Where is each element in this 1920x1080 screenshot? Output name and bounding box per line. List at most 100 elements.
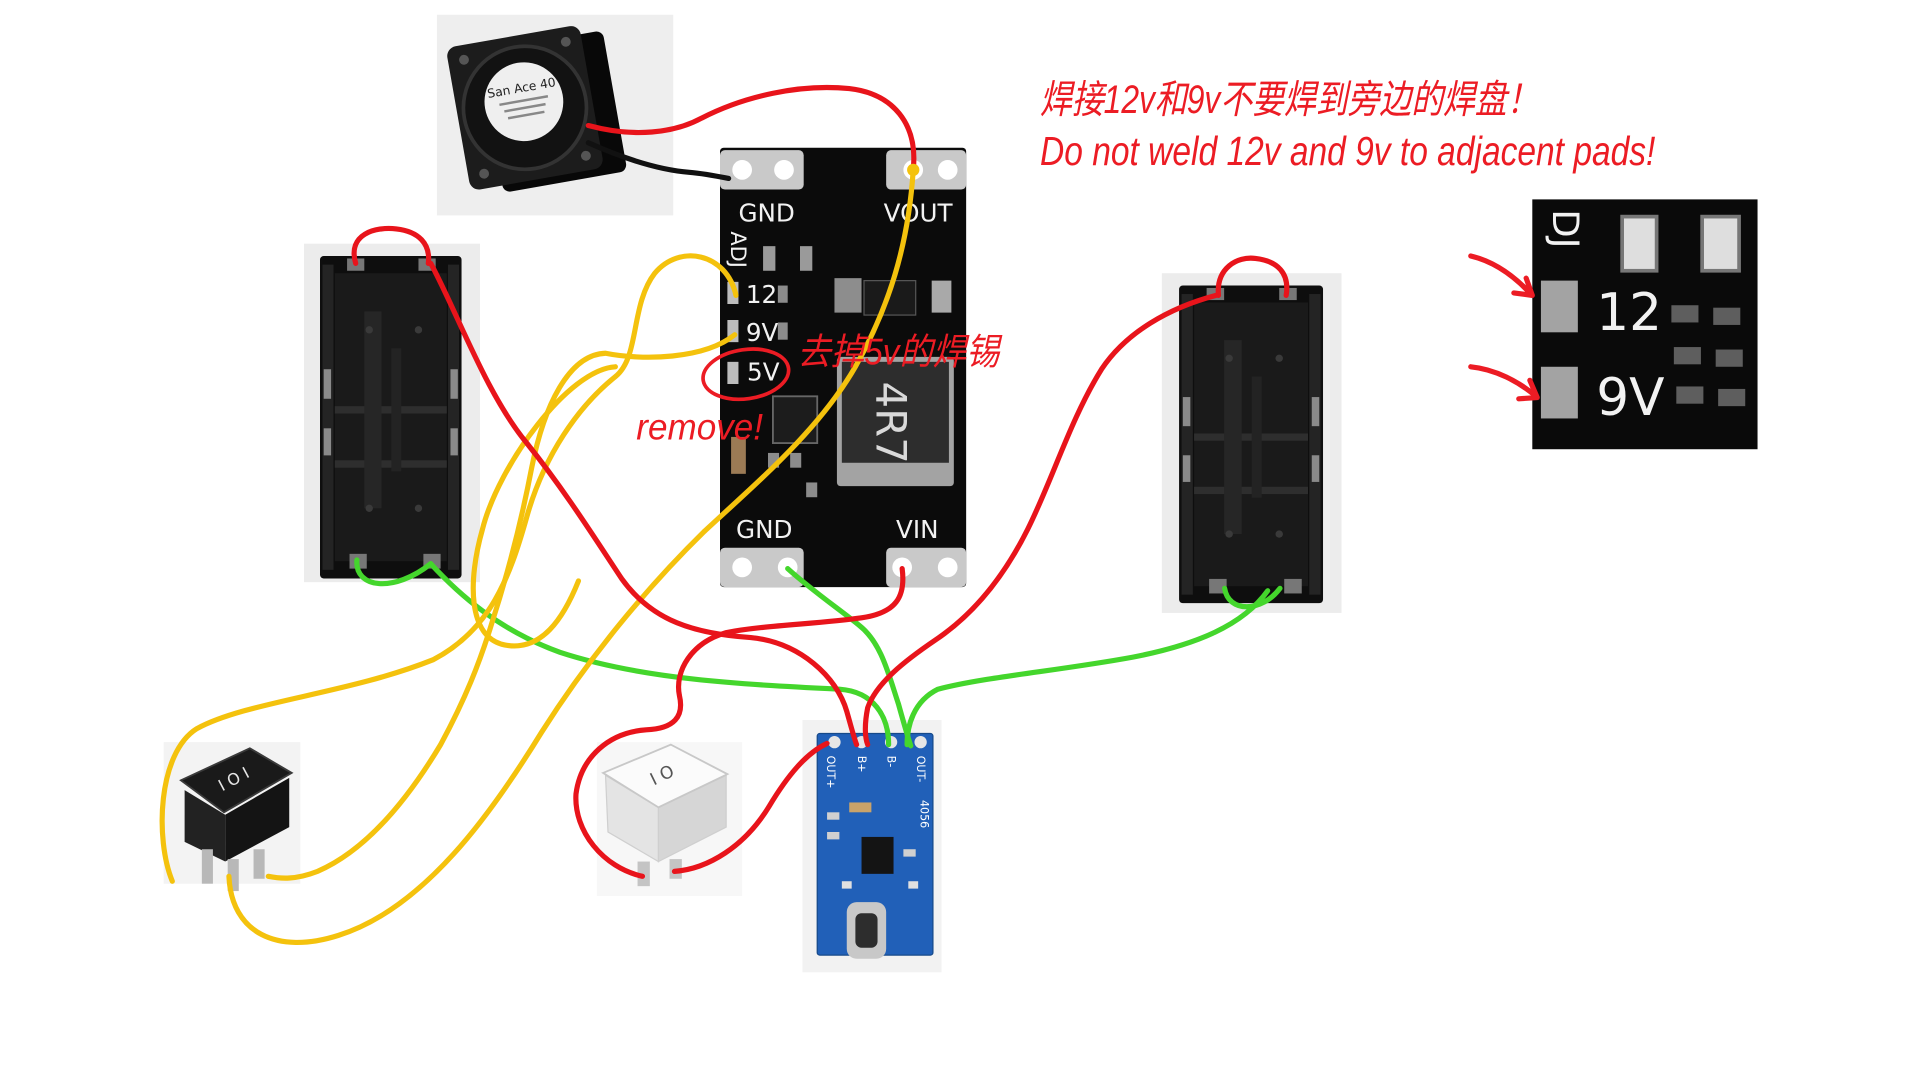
ic-controller bbox=[772, 395, 819, 445]
inset-smd bbox=[1715, 349, 1743, 367]
yellow-wire bbox=[226, 167, 916, 945]
remove-note-cn: 去掉5v的焊锡 bbox=[798, 331, 1004, 372]
pad-gnd-top bbox=[720, 150, 804, 190]
green-wire bbox=[904, 588, 1271, 748]
usb-c-opening bbox=[855, 913, 878, 948]
boost-converter-module: GND VOUT ADJ 12 9V 5V GND VIN 4R7 bbox=[720, 147, 967, 588]
switch-rocker bbox=[179, 747, 294, 814]
mount-hole bbox=[937, 160, 958, 180]
smd-resistor bbox=[790, 452, 802, 468]
switch-leg bbox=[253, 849, 265, 879]
annotations: 去掉5v的焊锡 remove! 焊接12v和9v不要焊到旁边的焊盘！ Do no… bbox=[636, 78, 1655, 447]
charger-module: OUT+ B+ B- OUT- 4056 bbox=[802, 720, 942, 973]
green-wire bbox=[428, 561, 892, 748]
arrow-icon bbox=[1468, 253, 1535, 298]
inductor-top bbox=[841, 361, 949, 463]
pad-vout bbox=[886, 150, 967, 190]
red-wire bbox=[573, 566, 906, 879]
fan-body: San Ace 40 bbox=[447, 26, 627, 192]
charger-label-chip: 4056 bbox=[918, 800, 931, 828]
fan-sticker-text-lines bbox=[504, 102, 546, 113]
smd-capacitor bbox=[834, 278, 862, 313]
diode bbox=[731, 436, 746, 474]
fan-sticker-text-lines bbox=[499, 95, 549, 106]
red-wire bbox=[1215, 255, 1290, 298]
remove-note-en: remove! bbox=[636, 406, 763, 447]
red-wire bbox=[351, 225, 432, 266]
smd-resistor bbox=[800, 246, 813, 271]
charger-led bbox=[841, 881, 852, 889]
charger-ic bbox=[861, 836, 894, 874]
label-vout: VOUT bbox=[884, 199, 954, 228]
yellow-wire bbox=[265, 332, 738, 881]
switch-leg bbox=[637, 861, 650, 887]
remove-circle bbox=[701, 347, 791, 402]
smd-resistor bbox=[763, 246, 776, 271]
charger-smd bbox=[903, 849, 916, 857]
mount-hole bbox=[774, 160, 794, 180]
battery-holder-body bbox=[1179, 285, 1324, 604]
fan-screw-hole bbox=[459, 54, 469, 65]
battery-holder-body bbox=[320, 256, 462, 579]
inset-pad bbox=[1620, 214, 1659, 273]
inset-smd bbox=[1676, 386, 1704, 404]
charger-smd bbox=[827, 812, 840, 820]
wires-green bbox=[354, 557, 1283, 749]
fan-screw-hole bbox=[560, 36, 571, 47]
switch-rocker bbox=[601, 743, 730, 809]
fan-screw-hole bbox=[580, 150, 591, 161]
warning-note-cn: 焊接12v和9v不要焊到旁边的焊盘！ bbox=[1040, 78, 1538, 122]
charger-pad bbox=[914, 736, 927, 749]
cooling-fan: San Ace 40 bbox=[436, 14, 674, 216]
label-adj: ADJ bbox=[726, 231, 750, 268]
inset-label-12: 12 bbox=[1596, 283, 1662, 343]
inset-smd bbox=[1671, 305, 1699, 323]
charger-pad bbox=[828, 736, 841, 749]
label-pad-12: 12 bbox=[746, 280, 777, 309]
red-wire bbox=[428, 260, 860, 748]
red-wire bbox=[862, 292, 1219, 748]
inset-smd bbox=[1673, 347, 1701, 365]
charger-led bbox=[908, 881, 919, 889]
switch-leg bbox=[227, 859, 239, 892]
switch-front-face bbox=[184, 790, 226, 862]
arrow-icon bbox=[1468, 364, 1540, 402]
charger-smd bbox=[827, 832, 840, 840]
inset-pad-12 bbox=[1540, 280, 1578, 333]
inset-label-adj: DJ bbox=[1544, 209, 1587, 248]
switch-leg bbox=[201, 849, 213, 884]
battery-holder-left bbox=[304, 243, 480, 583]
inductor-marking: 4R7 bbox=[866, 382, 915, 464]
white-rocker-switch: I O bbox=[596, 742, 743, 896]
charger-label-out-plus: OUT+ bbox=[824, 756, 837, 789]
pad-vin bbox=[886, 547, 967, 588]
green-wire bbox=[1222, 585, 1283, 610]
inset-label-9v: 9V bbox=[1596, 368, 1664, 428]
red-wire bbox=[671, 740, 830, 874]
fan-sticker-text-lines bbox=[507, 110, 545, 120]
switch-side-face bbox=[225, 777, 290, 862]
label-pad-5v: 5V bbox=[747, 357, 780, 386]
label-vin: VIN bbox=[896, 515, 939, 544]
charger-label-b-plus: B+ bbox=[855, 756, 868, 773]
green-wire bbox=[785, 566, 914, 749]
smd-resistor bbox=[777, 322, 788, 340]
pad-gnd-bottom bbox=[720, 547, 804, 588]
charger-label-b-minus: B- bbox=[884, 756, 897, 768]
yellow-wire bbox=[470, 364, 618, 649]
charger-label-out-minus: OUT- bbox=[914, 756, 927, 783]
smd-resistor bbox=[806, 482, 818, 498]
inset-smd bbox=[1718, 388, 1746, 407]
inset-pad-9v bbox=[1540, 366, 1578, 419]
warning-note-en: Do not weld 12v and 9v to adjacent pads! bbox=[1040, 128, 1655, 174]
wires-yellow bbox=[159, 167, 916, 945]
smd-resistor bbox=[768, 452, 780, 468]
charger-smd bbox=[849, 802, 872, 813]
inset-pad bbox=[1700, 214, 1741, 273]
mount-hole bbox=[732, 557, 752, 578]
black-wire bbox=[585, 140, 732, 182]
solder-joint bbox=[907, 163, 920, 176]
wires-red bbox=[351, 84, 1290, 879]
mount-hole bbox=[937, 557, 958, 578]
label-gnd-top: GND bbox=[738, 199, 794, 228]
